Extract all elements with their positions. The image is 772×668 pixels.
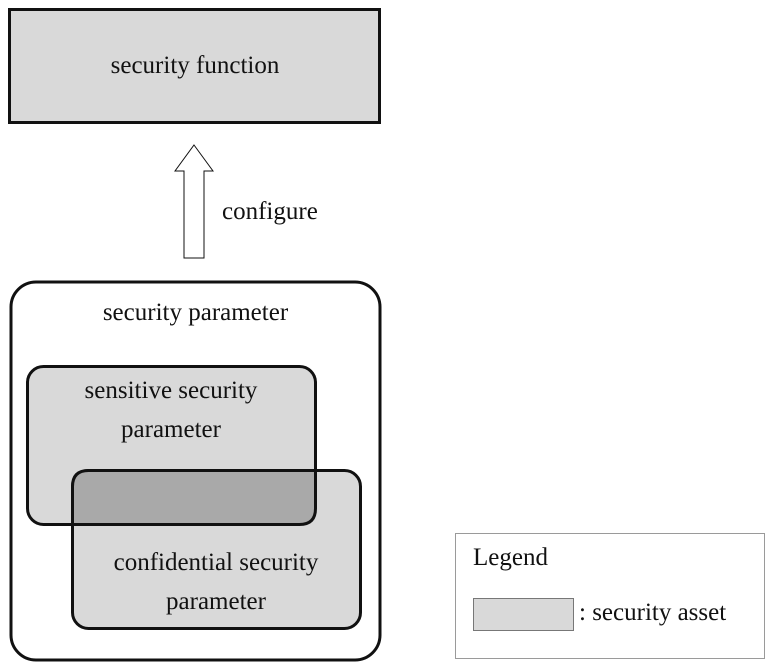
confidential-security-parameter-label-line2: parameter [166,588,266,615]
confidential-security-parameter-label-line1: confidential security [113,549,319,576]
configure-label: configure [222,198,318,225]
sensitive-security-parameter-label-line2: parameter [121,416,221,443]
security-function-box [8,8,381,124]
sensitive-security-parameter-label-line1: sensitive security [84,377,258,404]
sensitive-box-lower-outline [72,470,317,526]
configure-arrow [174,144,214,259]
security-parameter-label: security parameter [102,299,289,326]
legend-swatch [473,598,574,631]
legend-title: Legend [473,544,548,571]
overlap-region [72,470,316,525]
legend-entry-label: : security asset [579,599,727,626]
security-function-label: security function [110,52,280,79]
legend-box [455,533,765,659]
confidential-box-upper-outline [71,469,316,525]
